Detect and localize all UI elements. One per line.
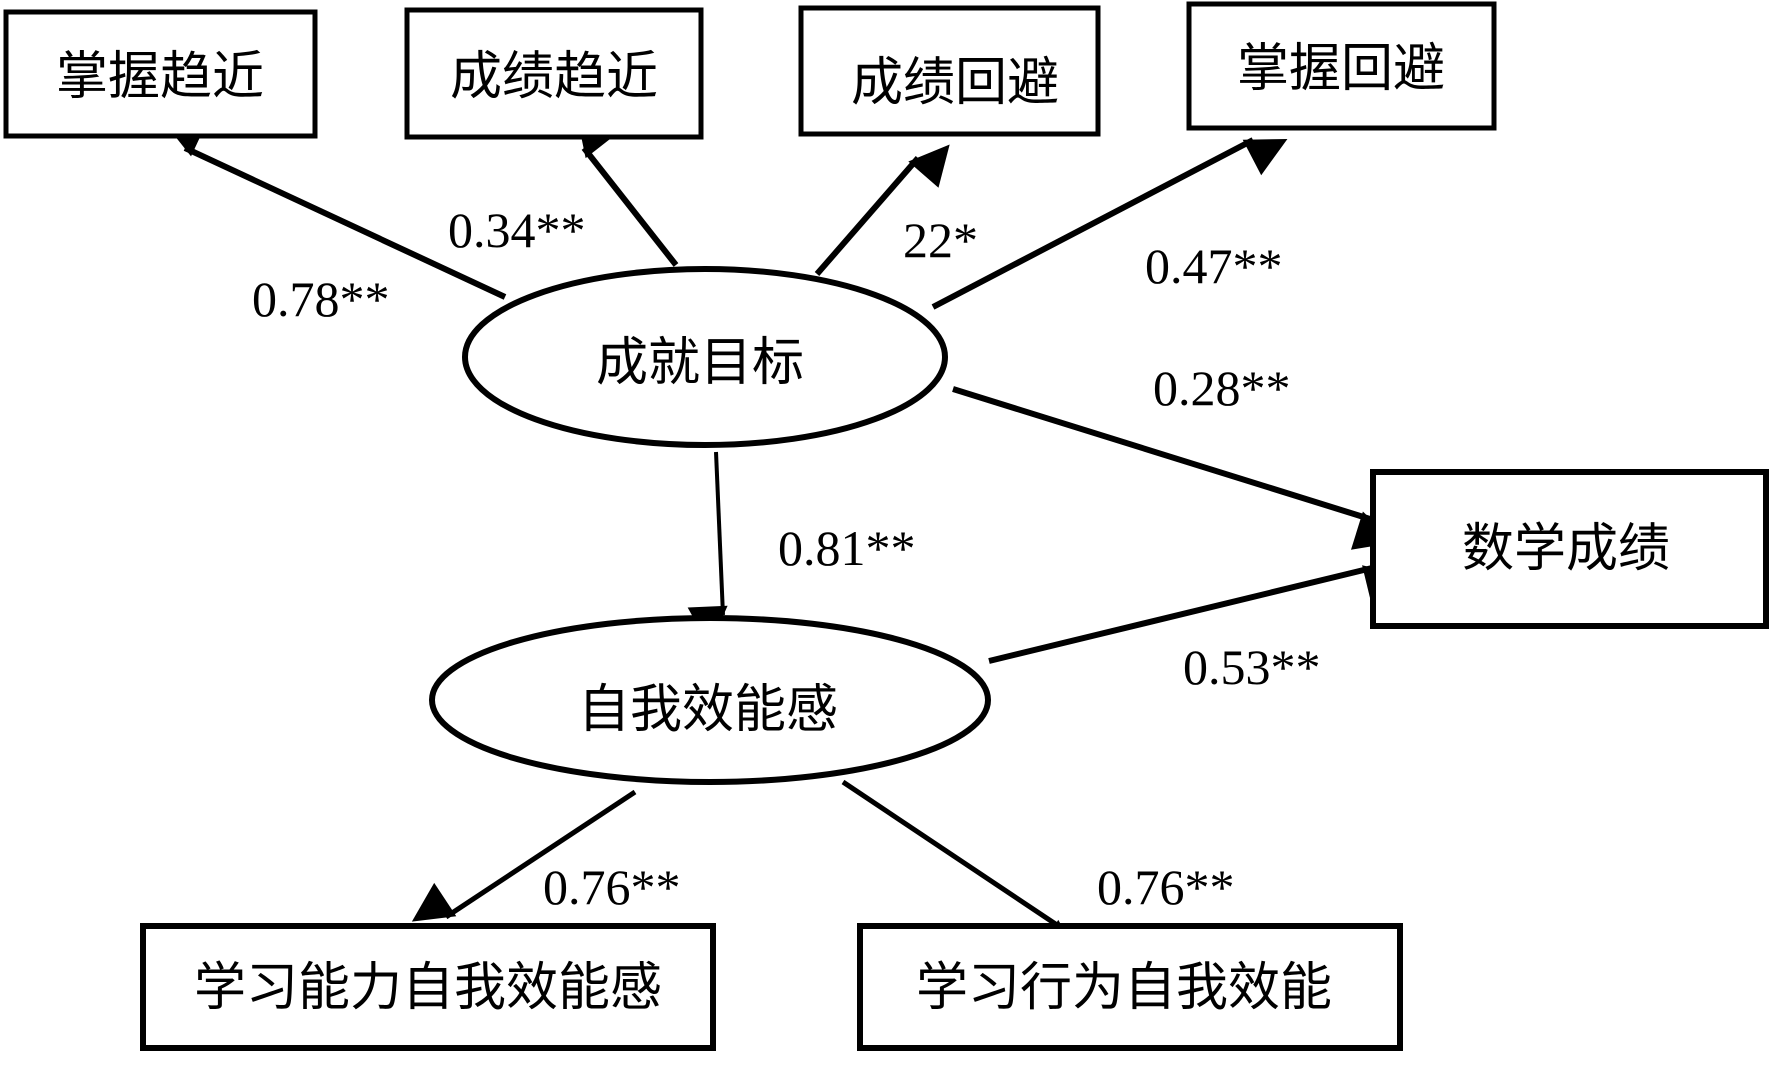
edge-goal-self-efficacy bbox=[687, 451, 728, 647]
coef-label: 22* bbox=[903, 212, 978, 268]
coef-label: 0.28** bbox=[1153, 360, 1291, 416]
coef-label: 0.76** bbox=[1097, 859, 1235, 915]
node-performance-avoidance: 成绩回避 bbox=[798, 5, 1101, 137]
node-label: 成绩趋近 bbox=[450, 47, 658, 107]
coef-label: 0.78** bbox=[252, 271, 390, 327]
node-label: 成就目标 bbox=[596, 333, 804, 393]
edge-goal-mastery-avoidance bbox=[931, 137, 1288, 310]
coef-label: 0.47** bbox=[1145, 238, 1283, 294]
coef-label: 0.34** bbox=[448, 202, 586, 258]
edge-goal-mastery-approach bbox=[163, 120, 507, 300]
edge-efficacy-math-score bbox=[988, 565, 1406, 664]
coef-label: 0.76** bbox=[543, 859, 681, 915]
node-label: 自我效能感 bbox=[578, 680, 838, 740]
node-label: 掌握趋近 bbox=[56, 47, 264, 107]
node-ability-efficacy: 学习能力自我效能感 bbox=[140, 923, 716, 1051]
node-label: 数学成绩 bbox=[1462, 519, 1670, 579]
edge-efficacy-behavior bbox=[841, 779, 1081, 959]
node-mastery-approach: 掌握趋近 bbox=[3, 9, 318, 139]
node-achievement-goal: 成就目标 bbox=[462, 266, 948, 448]
edge-goal-performance-approach bbox=[576, 114, 679, 267]
edge-efficacy-ability bbox=[411, 789, 637, 922]
node-behavior-efficacy: 学习行为自我效能 bbox=[857, 923, 1403, 1051]
node-label: 学习行为自我效能 bbox=[916, 958, 1332, 1018]
node-math-score: 数学成绩 bbox=[1370, 469, 1769, 629]
node-self-efficacy: 自我效能感 bbox=[429, 615, 991, 785]
edge-goal-performance-avoidance bbox=[814, 144, 950, 276]
node-label: 掌握回避 bbox=[1237, 39, 1445, 99]
coef-label: 0.53** bbox=[1183, 639, 1321, 695]
node-mastery-avoidance: 掌握回避 bbox=[1186, 1, 1497, 131]
node-label: 成绩回避 bbox=[851, 53, 1059, 113]
edges bbox=[163, 114, 1406, 959]
node-performance-approach: 成绩趋近 bbox=[404, 7, 704, 140]
coef-label: 0.81** bbox=[778, 520, 916, 576]
node-label: 学习能力自我效能感 bbox=[194, 958, 662, 1018]
edge-goal-math-score bbox=[952, 386, 1396, 550]
